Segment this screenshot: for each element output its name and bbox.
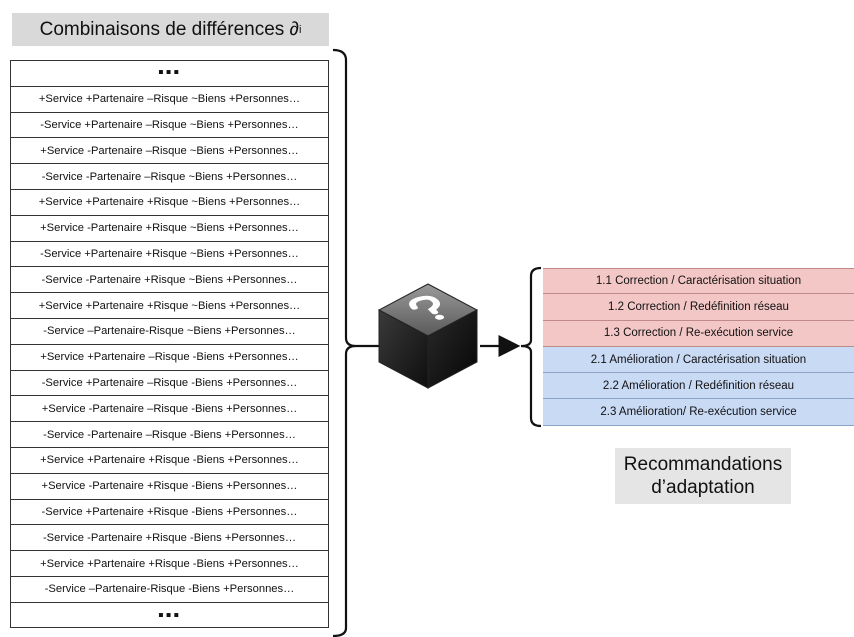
table-row: -Service –Partenaire-Risque -Biens +Pers… [11, 577, 328, 603]
table-row: -Service +Partenaire +Risque -Biens +Per… [11, 500, 328, 526]
recommendations-table: 1.1 Correction / Caractérisation situati… [543, 268, 854, 426]
recommendation-2-3: 2.3 Amélioration/ Re-exécution service [543, 399, 854, 426]
table-row: -Service -Partenaire +Risque ~Biens +Per… [11, 267, 328, 294]
recommendation-2-2: 2.2 Amélioration / Redéfinition réseau [543, 373, 854, 400]
table-row: -Service +Partenaire –Risque -Biens +Per… [11, 371, 328, 397]
table-row: -Service -Partenaire –Risque ~Biens +Per… [11, 164, 328, 190]
combinations-title-subscript: i [298, 23, 302, 36]
table-row: +Service +Partenaire –Risque ~Biens +Per… [11, 87, 328, 113]
recommendation-1-2: 1.2 Correction / Redéfinition réseau [543, 294, 854, 321]
table-row: +Service +Partenaire +Risque -Biens +Per… [11, 448, 328, 474]
recommendation-1-3: 1.3 Correction / Re-exécution service [543, 320, 854, 347]
recommendations-caption-line1: Recommandations [623, 454, 783, 475]
table-row: -Service –Partenaire-Risque ~Biens +Pers… [11, 319, 328, 345]
table-row: +Service +Partenaire –Risque -Biens +Per… [11, 345, 328, 371]
table-row: +Service +Partenaire +Risque -Biens +Per… [11, 551, 328, 577]
table-row: +Service +Partenaire +Risque ~Biens +Per… [11, 190, 328, 216]
table-row: -Service +Partenaire –Risque ~Biens +Per… [11, 113, 328, 139]
combinations-title-text: Combinaisons de différences ∂ [39, 18, 299, 40]
table-row: +Service -Partenaire +Risque ~Biens +Per… [11, 216, 328, 242]
table-row: -Service -Partenaire –Risque -Biens +Per… [11, 422, 328, 448]
combinations-table: ▪▪▪ +Service +Partenaire –Risque ~Biens … [10, 60, 329, 628]
table-row: -Service -Partenaire +Risque -Biens +Per… [11, 525, 328, 552]
question-cube-icon [377, 283, 479, 389]
table-row-ellipsis-top: ▪▪▪ [11, 61, 328, 87]
table-row: +Service -Partenaire –Risque ~Biens +Per… [11, 138, 328, 165]
table-row-ellipsis-bottom: ▪▪▪ [157, 606, 181, 624]
right-brace [520, 266, 542, 428]
left-brace [332, 48, 357, 637]
table-row: -Service +Partenaire +Risque ~Biens +Per… [11, 242, 328, 268]
combinations-title: Combinaisons de différences ∂i [12, 13, 329, 46]
recommendations-caption: Recommandations d’adaptation [615, 448, 791, 504]
table-row: +Service +Partenaire +Risque ~Biens +Per… [11, 293, 328, 319]
table-row: +Service -Partenaire –Risque -Biens +Per… [11, 396, 328, 423]
recommendation-1-1: 1.1 Correction / Caractérisation situati… [543, 268, 854, 295]
table-row: +Service -Partenaire +Risque -Biens +Per… [11, 474, 328, 500]
recommendations-caption-line2: d’adaptation [651, 477, 755, 498]
recommendation-2-1: 2.1 Amélioration / Caractérisation situa… [543, 346, 854, 374]
